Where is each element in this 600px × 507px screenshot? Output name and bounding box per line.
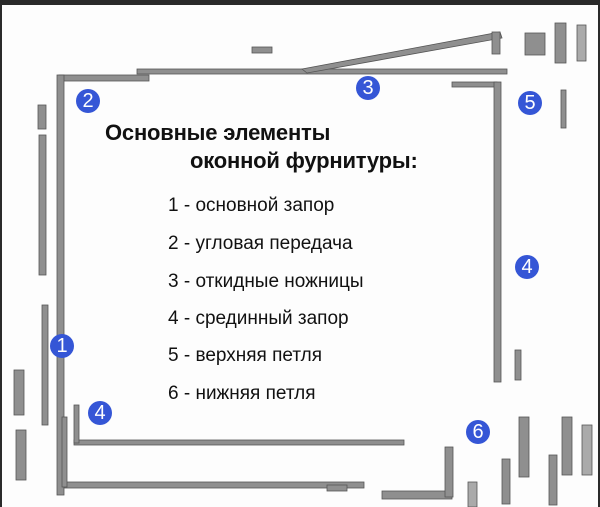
- bottom-bar: [73, 404, 80, 444]
- bottom-hinge-part: [444, 446, 454, 498]
- title-line-2: оконной фурнитуры:: [190, 148, 418, 173]
- diagram-canvas: Основные элементы оконной фурнитуры: 1 -…: [2, 5, 598, 507]
- bottom-hinge-part: [381, 490, 453, 500]
- list-item: 4 - срединный запор: [168, 308, 349, 329]
- keeper: [37, 104, 47, 130]
- badge-4-bottom: 4: [88, 401, 112, 425]
- bottom-bar: [63, 481, 365, 489]
- keeper: [38, 134, 47, 276]
- list-item: 6 - нижняя петля: [168, 383, 316, 404]
- bracket: [326, 484, 348, 492]
- corner-drive-top: [58, 74, 150, 82]
- badge-1: 1: [50, 334, 74, 358]
- bottom-hinge-part: [581, 424, 593, 476]
- keeper: [13, 369, 25, 416]
- bottom-bar: [73, 439, 405, 446]
- badge-4-right: 4: [515, 255, 539, 279]
- scissors-end: [491, 31, 501, 55]
- list-item: 3 - откидные ножницы: [168, 271, 364, 292]
- bottom-hinge-part: [467, 481, 478, 507]
- top-hinge-part: [524, 32, 546, 56]
- bottom-hinge-part: [501, 458, 511, 505]
- badge-6: 6: [466, 420, 490, 444]
- scissors-arm: [301, 31, 503, 74]
- badge-3: 3: [356, 76, 380, 100]
- title-line-1: Основные элементы: [105, 120, 331, 145]
- list-item: 2 - угловая передача: [168, 233, 353, 254]
- bottom-bar: [61, 416, 68, 488]
- bottom-hinge-part: [548, 454, 558, 506]
- corner-drive-right: [451, 81, 498, 88]
- handle-bar: [41, 304, 49, 426]
- middle-lock-right: [493, 81, 502, 383]
- bottom-hinge-part: [518, 416, 530, 478]
- badge-2: 2: [76, 89, 100, 113]
- top-hinge-part: [560, 89, 567, 129]
- top-hinge-part: [576, 24, 587, 62]
- stay-bracket: [251, 46, 273, 54]
- list-item: 5 - верхняя петля: [168, 345, 322, 366]
- keeper: [15, 429, 27, 481]
- bottom-hinge-part: [561, 416, 573, 476]
- main-lock-bar: [56, 74, 65, 496]
- list-item: 1 - основной запор: [168, 195, 335, 216]
- top-hinge-part: [554, 22, 567, 64]
- hardware-drawing: [13, 22, 593, 507]
- badge-5: 5: [518, 91, 542, 115]
- keeper-right: [514, 349, 522, 381]
